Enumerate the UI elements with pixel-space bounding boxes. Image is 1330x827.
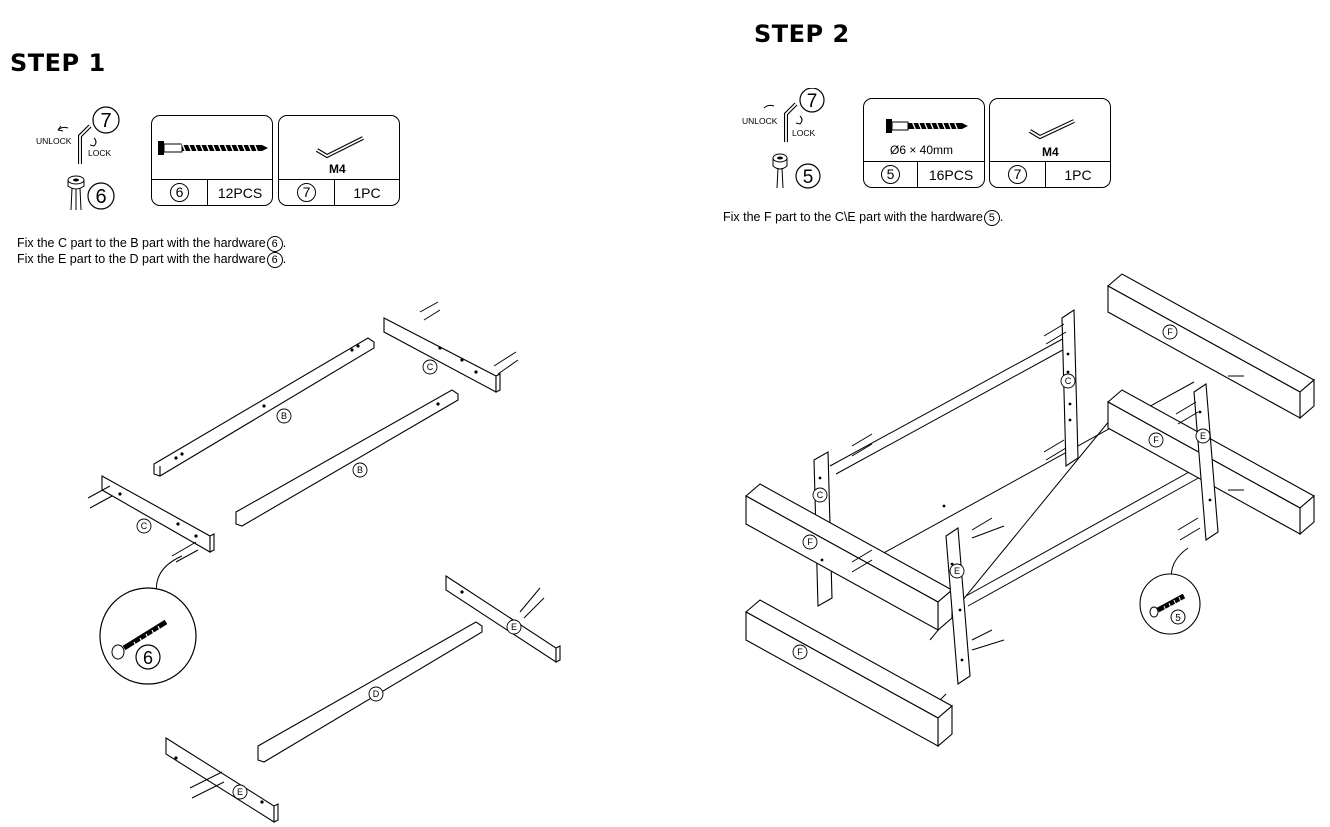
part-label-e: E [954, 566, 960, 576]
hardware-box-screw: 6 12PCS [151, 115, 273, 206]
instruction-line: Fix the E part to the D part with the ha… [17, 252, 287, 268]
hw-size: Ø6 × 40mm [890, 143, 954, 157]
part-label-c: C [427, 362, 434, 372]
part-label-f: F [797, 647, 803, 657]
lock-label: LOCK [88, 148, 111, 158]
part-label-e: E [237, 787, 243, 797]
tool-num: 7 [807, 91, 818, 112]
step1-assembly-diagram: C B B C E D E 6 [87, 301, 561, 823]
hw-num: 7 [297, 183, 316, 202]
part-label-f: F [1153, 435, 1159, 445]
step2-instructions: Fix the F part to the C\E part with the … [723, 210, 1003, 226]
part-label-e: E [511, 622, 517, 632]
unlock-label: UNLOCK [742, 116, 778, 126]
part-label-c: C [1065, 376, 1072, 386]
hardware-box-key: M4 7 1PC [989, 98, 1111, 188]
screw-num: 6 [95, 186, 106, 208]
hw-label: M4 [1042, 145, 1059, 159]
hw-qty: 1PC [353, 184, 381, 201]
allen-key-icon [315, 136, 364, 159]
part-label-f: F [1167, 327, 1173, 337]
part-label-c: C [141, 521, 148, 531]
part-label-c: C [817, 490, 824, 500]
screw-detail-zoom: 6 [99, 587, 197, 685]
allen-key-icon [1028, 119, 1075, 140]
hardware-box-screw: Ø6 × 40mm 5 16PCS [863, 98, 985, 188]
hardware-box-key: M4 7 1PC [278, 115, 400, 206]
hw-label: M4 [329, 162, 346, 176]
hw-qty: 12PCS [217, 184, 263, 201]
instruction-line: Fix the C part to the B part with the ha… [17, 236, 287, 252]
hw-qty: 16PCS [928, 166, 974, 183]
lock-label: LOCK [792, 128, 815, 138]
zoom-num: 5 [1175, 613, 1181, 624]
screw-num: 5 [803, 167, 814, 188]
tool-num: 7 [100, 110, 111, 132]
allen-key-tool-icon: 7 5 UNLOCK LOCK [742, 88, 825, 189]
step1-title: STEP 1 [10, 49, 106, 77]
hw-num: 5 [881, 165, 900, 184]
instruction-line: Fix the F part to the C\E part with the … [723, 210, 1004, 226]
step1-instructions: Fix the C part to the B part with the ha… [17, 236, 286, 268]
part-label-f: F [807, 537, 813, 547]
short-screw-icon [886, 119, 968, 133]
screw-detail-zoom: 5 [1139, 573, 1201, 635]
hw-qty: 1PC [1064, 166, 1092, 183]
part-label-b: B [281, 411, 287, 421]
hw-num: 6 [170, 183, 189, 202]
long-screw-icon [158, 141, 268, 155]
part-label-e: E [1200, 431, 1206, 441]
hw-num: 7 [1008, 165, 1027, 184]
unlock-label: UNLOCK [36, 136, 72, 146]
part-label-d: D [373, 689, 380, 699]
allen-key-tool-icon: 7 6 UNLOCK LOCK [36, 106, 120, 211]
zoom-num: 6 [143, 648, 153, 668]
part-label-b: B [357, 465, 363, 475]
step2-title: STEP 2 [754, 20, 850, 48]
step2-assembly-diagram: F C F E C F E F 5 [745, 273, 1315, 748]
